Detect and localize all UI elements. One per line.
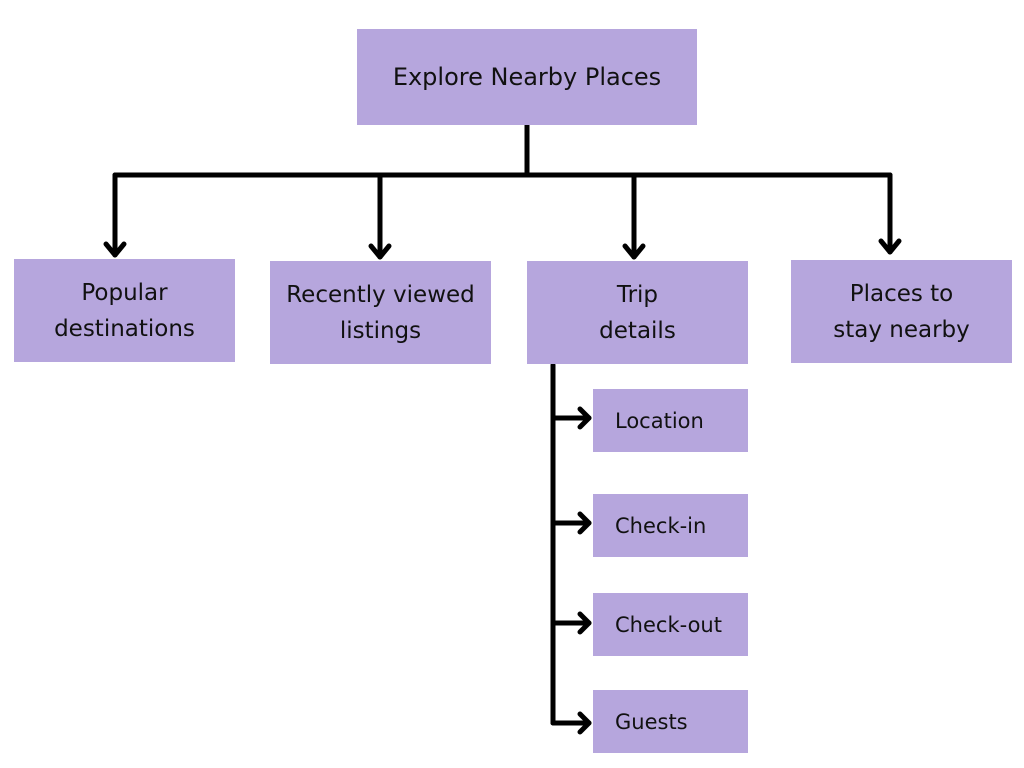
sub-node-check-out: Check-out (593, 593, 748, 656)
node-places-line2: stay nearby (833, 316, 970, 343)
root-node-label: Explore Nearby Places (392, 63, 662, 91)
sub-node-check-in: Check-in (593, 494, 748, 557)
node-places-line1: Places to (849, 280, 954, 307)
node-trip-line1: Trip (616, 281, 659, 308)
sub-node-check-in-label: Check-in (615, 513, 707, 538)
arrowhead-recent (368, 243, 392, 260)
arrowhead-popular (103, 241, 127, 258)
sub-arrowhead-location (577, 406, 592, 430)
sub-node-guests-label: Guests (615, 709, 688, 734)
node-recent-line2: listings (339, 317, 422, 344)
sub-node-location-label: Location (615, 408, 704, 433)
sub-node-guests: Guests (593, 690, 748, 753)
arrowhead-places (878, 238, 902, 255)
node-popular-line2: destinations (54, 315, 195, 342)
node-popular-line1: Popular (81, 279, 168, 306)
sub-arrowhead-guests (577, 711, 592, 735)
sub-node-check-out-label: Check-out (615, 612, 722, 637)
node-trip-line2: details (599, 317, 676, 344)
arrowhead-trip (622, 243, 646, 260)
node-recent-line1: Recently viewed (286, 281, 475, 308)
sub-arrowhead-checkout (577, 611, 592, 635)
node-trip-details: Trip details (527, 261, 748, 364)
sub-node-location: Location (593, 389, 748, 452)
node-places-to-stay-nearby: Places to stay nearby (791, 260, 1012, 363)
node-recently-viewed-listings: Recently viewed listings (270, 261, 491, 364)
node-popular-destinations: Popular destinations (14, 259, 235, 362)
sub-arrowhead-checkin (577, 511, 592, 535)
root-node: Explore Nearby Places (357, 29, 697, 125)
